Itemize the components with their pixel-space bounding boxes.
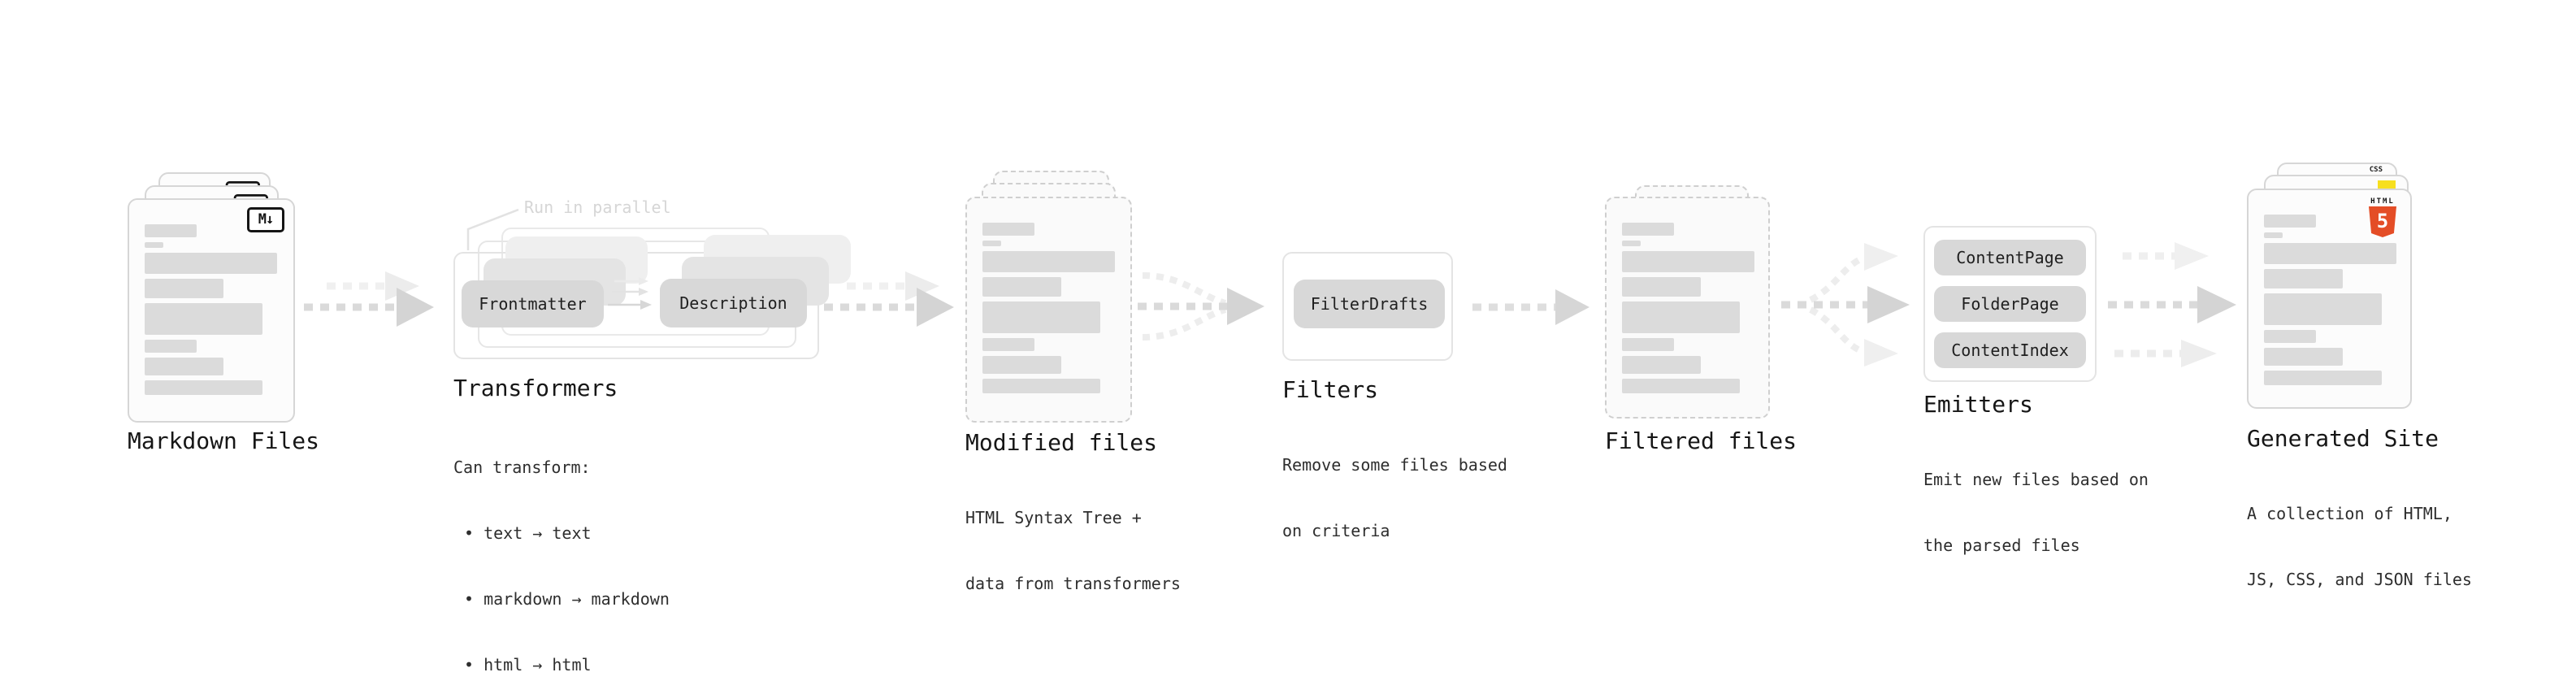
- transformers-description: Can transform: • text → text • markdown …: [453, 413, 670, 681]
- emitters-desc-line: Emit new files based on: [1923, 470, 2149, 489]
- html5-logo-shield: 5: [2369, 206, 2396, 237]
- flow-arrow-modified-to-filters-converging: [1138, 272, 1264, 340]
- generated-desc-line: A collection of HTML,: [2247, 504, 2452, 523]
- filters-desc-line: on criteria: [1282, 521, 1390, 540]
- markdown-icon: M↓: [247, 207, 284, 232]
- filtered-file-card-front: [1605, 197, 1770, 419]
- js-logo-icon: [2378, 180, 2396, 190]
- folderpage-pill: FolderPage: [1934, 286, 2086, 322]
- transformers-bullet: • markdown → markdown: [464, 589, 670, 609]
- run-in-parallel-annotation: Run in parallel: [524, 197, 671, 217]
- filters-description: Remove some files based on criteria: [1282, 410, 1507, 586]
- html5-logo-icon: HTML 5: [2366, 197, 2399, 237]
- flow-arrow-transformers-to-modified: [824, 271, 954, 327]
- markdown-file-card-front: M↓: [128, 198, 295, 423]
- generated-desc-line: JS, CSS, and JSON files: [2247, 570, 2472, 589]
- flow-arrow-filtered-to-emitters-diverging: [1781, 243, 1910, 367]
- modified-files-label: Modified files: [965, 429, 1158, 456]
- filterdrafts-pill: FilterDrafts: [1294, 280, 1445, 328]
- emitters-desc-line: the parsed files: [1923, 536, 2080, 555]
- transformers-label: Transformers: [453, 375, 618, 401]
- emitters-label: Emitters: [1923, 391, 2033, 418]
- generated-site-label: Generated Site: [2247, 425, 2439, 452]
- modified-desc-line: data from transformers: [965, 574, 1181, 593]
- filters-label: Filters: [1282, 376, 1379, 403]
- transformers-bullet: • text → text: [464, 523, 592, 543]
- contentindex-pill: ContentIndex: [1934, 332, 2086, 368]
- transformers-desc-title: Can transform:: [453, 458, 591, 477]
- frontmatter-pill: Frontmatter: [462, 280, 604, 327]
- html5-logo-word: HTML: [2370, 197, 2395, 206]
- modified-desc-line: HTML Syntax Tree +: [965, 508, 1142, 527]
- modified-file-card-front: [965, 197, 1132, 423]
- description-pill: Description: [660, 279, 807, 327]
- document-placeholder-lines: [129, 200, 293, 395]
- contentpage-pill: ContentPage: [1934, 240, 2086, 275]
- markdown-files-label: Markdown Files: [128, 427, 320, 454]
- emitters-description: Emit new files based on the parsed files: [1923, 425, 2149, 601]
- modified-files-description: HTML Syntax Tree + data from transformer…: [965, 463, 1181, 639]
- flow-arrow-filters-to-filtered: [1472, 289, 1589, 325]
- document-placeholder-lines: [1607, 198, 1768, 393]
- pill-to-pill-arrows: [608, 277, 652, 310]
- filters-desc-line: Remove some files based: [1282, 455, 1507, 475]
- generated-file-card-html: HTML 5: [2247, 189, 2412, 409]
- annotation-connector-line: [466, 208, 519, 250]
- document-placeholder-lines: [2249, 190, 2410, 385]
- filtered-files-label: Filtered files: [1605, 427, 1798, 454]
- flow-arrows-emitters-to-generated: [2108, 242, 2236, 367]
- generated-site-description: A collection of HTML, JS, CSS, and JSON …: [2247, 459, 2472, 635]
- transformers-bullet: • html → html: [464, 655, 592, 674]
- flow-arrow-markdown-to-transformers: [304, 271, 434, 327]
- document-placeholder-lines: [967, 198, 1130, 393]
